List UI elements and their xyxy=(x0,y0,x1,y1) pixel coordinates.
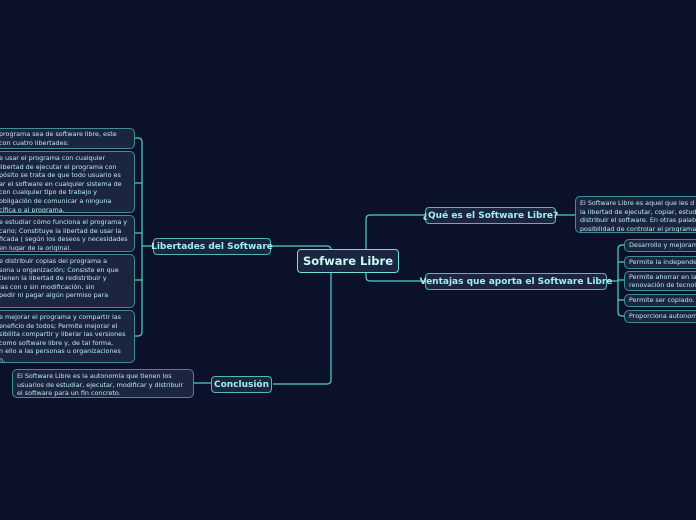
topic-ventajas[interactable]: Ventajas que aporta el Software Libre xyxy=(420,273,612,290)
libertad-item[interactable]: programa sea de software libre, este con… xyxy=(0,128,135,149)
ventaja-item[interactable]: Proporciona autonom xyxy=(624,310,696,323)
topic-label: Libertades del Software xyxy=(151,241,273,252)
ventaja-item[interactable]: Permite la independe xyxy=(624,256,696,269)
libertad-item[interactable]: e usar el programa con cualquier liberta… xyxy=(0,151,135,213)
central-topic-label: Sofware Libre xyxy=(302,254,394,268)
topic-libertades[interactable]: Libertades del Software xyxy=(151,238,273,255)
topic-label: Conclusión xyxy=(213,379,270,390)
ventaja-item[interactable]: Permite ser copiado. xyxy=(624,294,696,307)
conclusion-description[interactable]: El Software Libre es la autonomía que ti… xyxy=(12,369,194,398)
topic-label: ¿Qué es el Software Libre? xyxy=(422,210,559,221)
topic-conclusion[interactable]: Conclusión xyxy=(211,376,272,393)
ventaja-item[interactable]: Desarrollo y mejoram xyxy=(624,239,696,252)
topic-label: Ventajas que aporta el Software Libre xyxy=(419,276,613,287)
libertad-item[interactable]: e distribuir copias del programa a sona … xyxy=(0,254,135,308)
topic-que-es[interactable]: ¿Qué es el Software Libre? xyxy=(422,207,559,224)
ventaja-item[interactable]: Permite ahorrar en la renovación de tecn… xyxy=(624,271,696,291)
central-topic[interactable]: Sofware Libre xyxy=(297,249,399,273)
libertad-item[interactable]: e estudiar cómo funciona el programa y c… xyxy=(0,215,135,252)
que-es-description[interactable]: El Software Libre es aquel que les d la … xyxy=(575,196,696,233)
libertad-item[interactable]: e mejorar el programa y compartir las en… xyxy=(0,310,135,363)
